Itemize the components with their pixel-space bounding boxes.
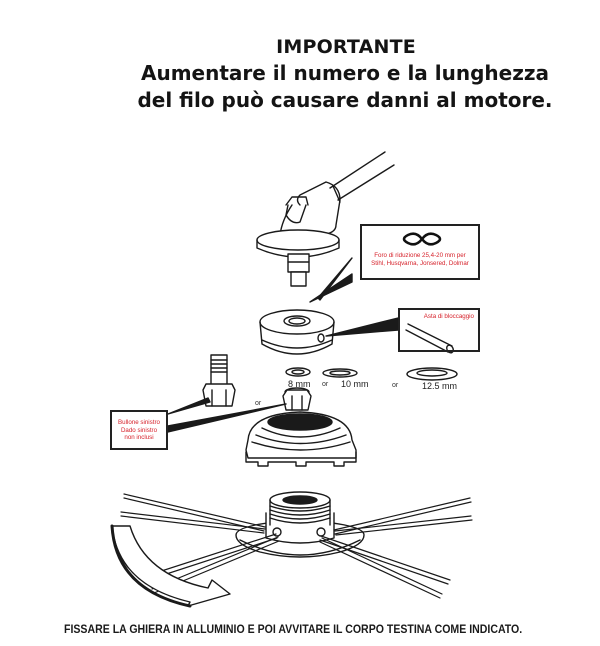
washers bbox=[285, 367, 458, 381]
figure-eight-reducer-icon bbox=[402, 232, 442, 246]
adaptor-nut bbox=[259, 309, 335, 355]
rotation-arrow-icon bbox=[110, 524, 231, 608]
left-hand-nut bbox=[282, 387, 312, 411]
reducer-text-line-2: Stihl, Husqvarna, Jonsered, Dolmar bbox=[371, 259, 469, 267]
left-hand-bolt bbox=[202, 354, 236, 407]
warning-line-1: Aumentare il numero e la lunghezza bbox=[141, 61, 549, 85]
locking-rod-callout: Asta di bloccaggio bbox=[398, 308, 480, 352]
washer-12-5mm-label: 12.5 mm bbox=[422, 381, 458, 391]
locking-rod-label: Asta di bloccaggio bbox=[423, 313, 474, 320]
bolt-text-line-2: Dado sinistro bbox=[120, 426, 158, 434]
reducer-callout: Foro di riduzione 25,4-20 mm per Stihl, … bbox=[360, 224, 480, 280]
bolt-text-line-1: Bullone sinistro bbox=[118, 419, 160, 426]
washer-8mm-label: 8 mm bbox=[288, 379, 311, 389]
warning-line-2: del filo può causare danni al motore. bbox=[137, 88, 553, 112]
washer-10mm-label: 10 mm bbox=[341, 379, 369, 389]
assembly-instruction: FISSARE LA GHIERA IN ALLUMINIO E POI AVV… bbox=[64, 622, 523, 636]
important-heading: IMPORTANTE bbox=[276, 36, 416, 58]
gearhead bbox=[256, 181, 341, 287]
aluminium-ring bbox=[245, 411, 357, 467]
bolt-or-nut-separator: or bbox=[255, 400, 262, 407]
bolt-callout: Bullone sinistro Dado sinistro non inclu… bbox=[110, 410, 168, 450]
trimmer-shaft bbox=[329, 151, 395, 203]
bolt-text-line-3: non inclusi bbox=[124, 434, 154, 441]
washer-or-1: or bbox=[322, 381, 329, 388]
washer-or-2: or bbox=[392, 382, 399, 389]
trimmer-lines bbox=[120, 493, 473, 599]
reducer-text-line-1: Foro di riduzione 25,4-20 mm per bbox=[374, 252, 466, 259]
